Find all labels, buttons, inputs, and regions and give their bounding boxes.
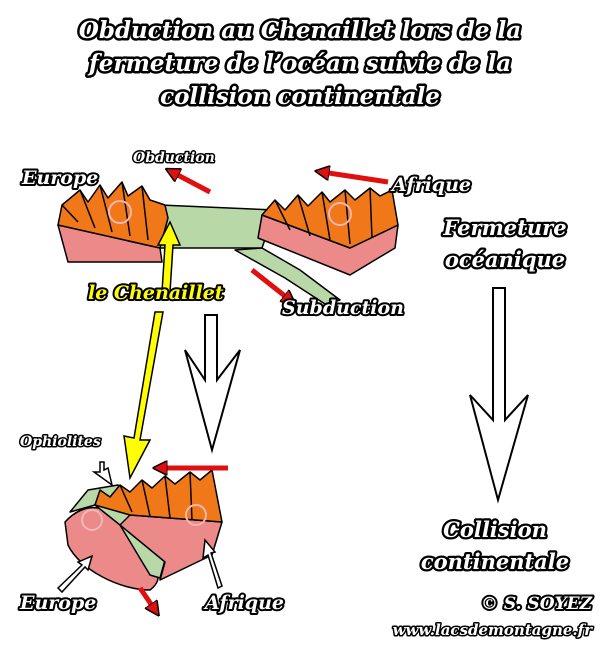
bottom-europe-label: Europe xyxy=(19,592,96,614)
collision-label-1: Collision xyxy=(443,517,547,542)
ophiolites-label: Ophiolites xyxy=(20,434,101,450)
chenaillet-arrow-up xyxy=(156,220,182,293)
credit-site: www.lacsdemontagne.fr xyxy=(393,621,594,639)
fermeture-label-2: océanique xyxy=(445,247,565,272)
title-line-2: fermeture de l’océan suivie de la xyxy=(87,50,511,77)
transition-arrow-right xyxy=(469,287,529,504)
title: Obduction au Chenaillet lors de la ferme… xyxy=(76,15,523,113)
subduction-label: Subduction xyxy=(282,297,404,319)
obduction-arrow xyxy=(172,172,212,195)
fermeture-label-1: Fermeture xyxy=(442,215,566,240)
europe-pointer-bottom xyxy=(56,554,94,594)
credit-author: © S. SOYEZ xyxy=(481,594,593,614)
title-line-1: Obduction au Chenaillet lors de la xyxy=(79,17,521,44)
bottom-block-diagram xyxy=(64,469,223,591)
top-subducting-slab xyxy=(234,247,341,305)
afrique-push-arrow-top xyxy=(322,172,389,185)
transition-arrow-middle xyxy=(184,314,241,454)
europe-down-arrow-bottom xyxy=(137,586,155,610)
obduction-label: Obduction xyxy=(133,150,215,166)
afrique-pointer-bottom xyxy=(202,538,223,590)
collision-label-2: continentale xyxy=(421,549,569,574)
top-europe-label: Europe xyxy=(21,167,98,189)
bottom-afrique-label: Afrique xyxy=(203,592,284,614)
chenaillet-arrow-down xyxy=(123,311,164,481)
top-block-diagram xyxy=(57,181,399,305)
subduction-arrow xyxy=(250,268,290,300)
title-line-3: collision continentale xyxy=(160,83,440,110)
chenaillet-label: le Chenaillet xyxy=(88,282,224,304)
top-afrique-label: Afrique xyxy=(390,174,471,196)
ophiolites-pointer xyxy=(91,461,114,487)
